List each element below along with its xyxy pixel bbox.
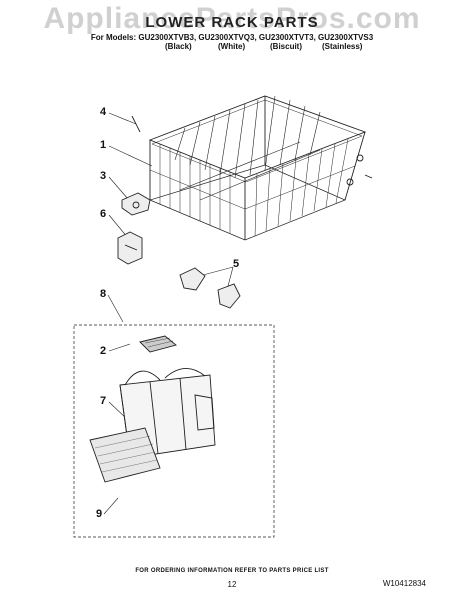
- callout-9: 9: [96, 508, 103, 520]
- page-number: 12: [227, 580, 237, 589]
- callout-4: 4: [100, 106, 107, 118]
- page-title: LOWER RACK PARTS: [145, 14, 319, 31]
- ordering-info: FOR ORDERING INFORMATION REFER TO PARTS …: [135, 568, 329, 574]
- callout-1: 1: [100, 139, 107, 151]
- rack-tines: [174, 95, 321, 201]
- part-5-wheel-b: [217, 283, 241, 309]
- finish-black: (Black): [165, 42, 192, 51]
- callout-5: 5: [233, 258, 240, 270]
- part-2-insert: [139, 335, 177, 353]
- callout-6: 6: [100, 208, 107, 220]
- finish-stainless: (Stainless): [322, 42, 363, 51]
- part-3-clip: [121, 192, 151, 216]
- callout-3: 3: [100, 170, 107, 182]
- rack-front-right-wires: [244, 138, 356, 237]
- part-6-clip: [117, 231, 143, 265]
- callout-7: 7: [100, 395, 107, 407]
- part-5-wheel-a: [179, 267, 206, 291]
- callout-8: 8: [100, 288, 107, 300]
- part-8-box: [73, 324, 275, 538]
- part-9-lid: [89, 427, 161, 483]
- document-part-number: W10412834: [382, 579, 426, 588]
- finish-white: (White): [218, 42, 246, 51]
- rack-front-left-wires: [149, 144, 246, 233]
- rack-bottom: [148, 164, 346, 241]
- callout-2: 2: [100, 345, 107, 357]
- finish-biscuit: (Biscuit): [270, 42, 302, 51]
- watermark: AppliancePartsPros.com: [43, 2, 421, 35]
- model-list: For Models: GU2300XTVB3, GU2300XTVQ3, GU…: [90, 33, 374, 42]
